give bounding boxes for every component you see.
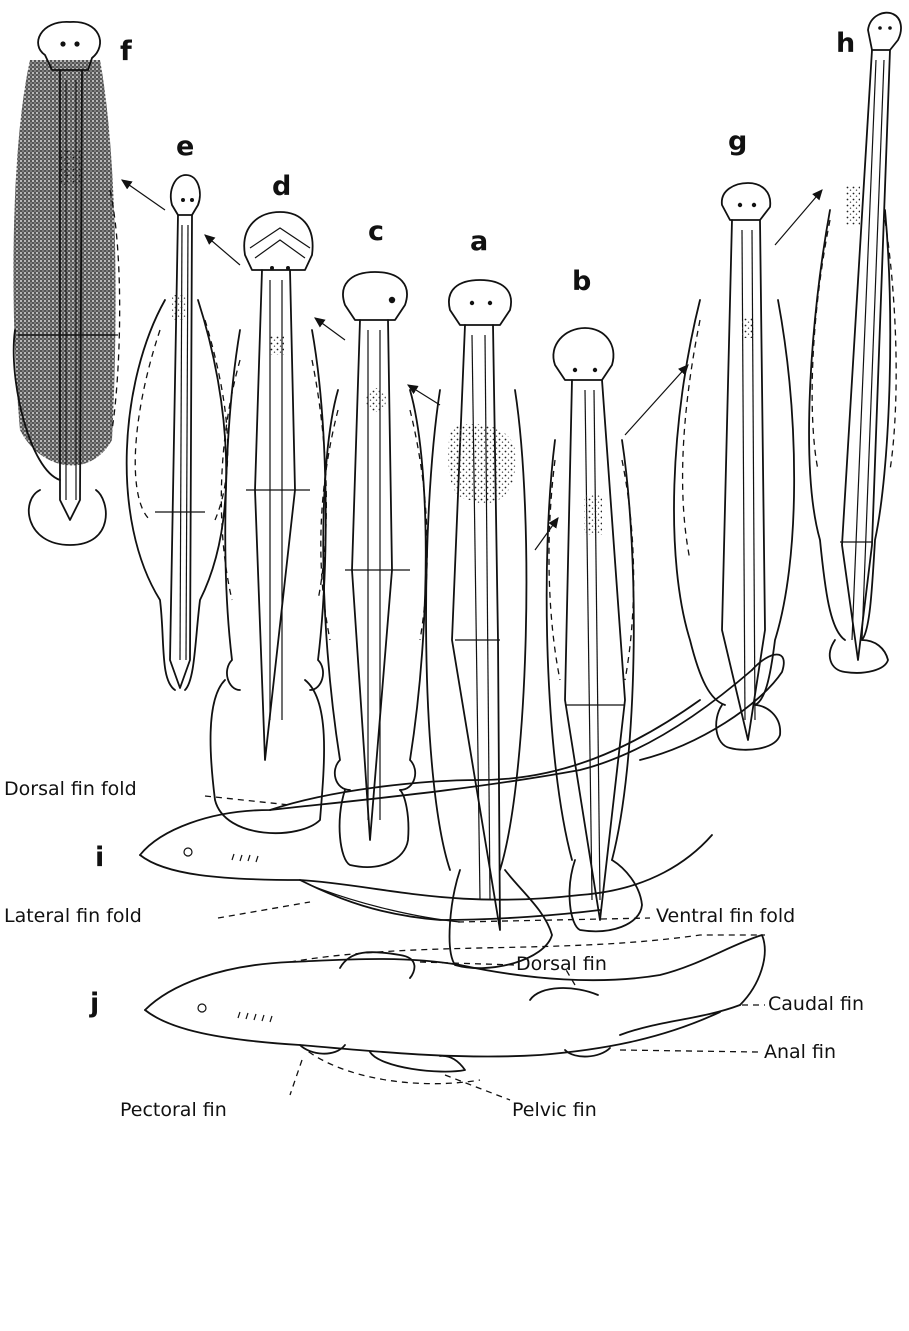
arrow-g-to-h [775, 190, 822, 245]
stage-d-label: d [272, 171, 291, 202]
embryo-stage-e [127, 175, 228, 690]
stage-g-label: g [728, 126, 747, 157]
embryo-stage-h [809, 13, 901, 673]
embryo-stage-c [321, 272, 427, 867]
embryo-stage-f [13, 22, 119, 545]
anal-fin-label: Anal fin [764, 1041, 836, 1063]
larva-i-label: i [95, 842, 104, 873]
embryo-stage-g [674, 183, 794, 750]
larva-j-label: j [89, 988, 99, 1019]
dorsal-fin-label: Dorsal fin [516, 953, 607, 975]
arrow-e-to-f [122, 180, 165, 210]
caudal-fin-label: Caudal fin [768, 993, 864, 1015]
stage-f-label: f [120, 36, 132, 67]
stage-b-label: b [572, 266, 591, 297]
stage-c-label: c [368, 216, 384, 247]
pectoral-fin-label: Pectoral fin [120, 1099, 227, 1121]
stage-e-label: e [176, 131, 194, 162]
stage-a-label: a [470, 226, 488, 257]
dorsal-fin-fold-label: Dorsal fin fold [4, 778, 137, 800]
arrow-c-to-d [315, 318, 345, 340]
stage-h-label: h [836, 28, 855, 59]
larva-j [145, 935, 765, 1100]
embryo-stage-d [211, 212, 327, 833]
ventral-fin-fold-label: Ventral fin fold [656, 905, 795, 927]
pelvic-fin-label: Pelvic fin [512, 1099, 597, 1121]
arrow-d-to-e [205, 235, 240, 265]
lateral-fin-fold-label: Lateral fin fold [4, 905, 142, 927]
embryo-stage-a [426, 280, 552, 968]
embryo-stage-b [547, 328, 642, 931]
